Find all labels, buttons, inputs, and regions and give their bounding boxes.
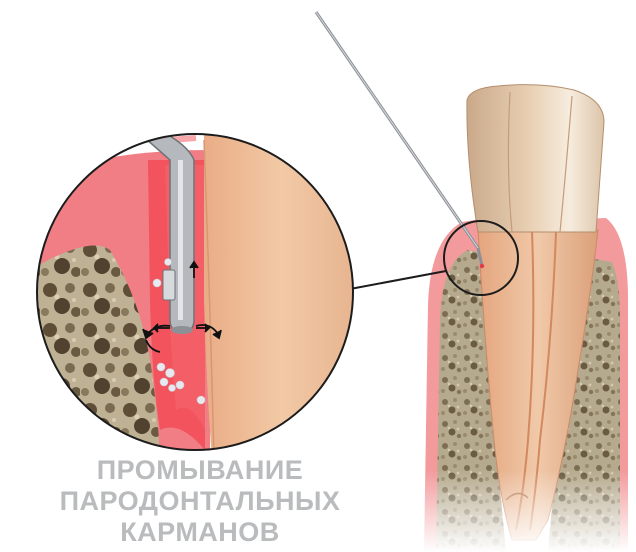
caption-line-1: ПРОМЫВАНИЕ	[40, 455, 360, 486]
zoom-tooth-root	[204, 130, 360, 460]
caption-line-3: КАРМАНОВ	[40, 517, 360, 548]
tooth-crown	[467, 85, 604, 232]
needle-side-opening	[163, 270, 175, 300]
tooth-cross-section	[420, 85, 636, 552]
zoomed-detail	[30, 128, 360, 460]
caption-line-2: ПАРОДОНТАЛЬНЫХ	[40, 486, 360, 517]
caption: ПРОМЫВАНИЕ ПАРОДОНТАЛЬНЫХ КАРМАНОВ	[40, 455, 360, 548]
